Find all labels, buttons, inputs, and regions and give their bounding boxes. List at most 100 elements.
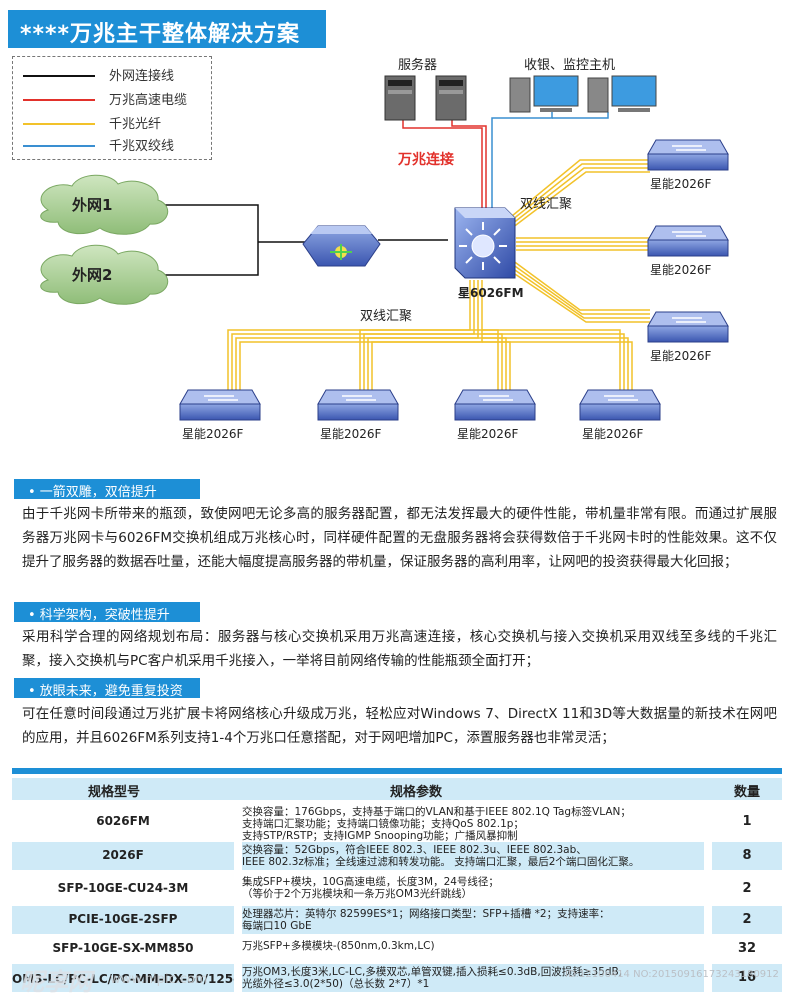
legend-swatch — [23, 99, 95, 101]
watermark-id: ID:12106414 NO:20150916173243180912 — [565, 969, 779, 980]
router-icon — [302, 225, 381, 267]
section-heading-2: • 科学架构，突破性提升 — [14, 602, 200, 623]
cell-background — [242, 964, 704, 992]
legend-item: 千兆光纤 — [23, 113, 203, 133]
table-row: SFP-10GE-CU24-3M 集成SFP+模块，10G高速电缆，长度3M，24… — [12, 874, 782, 904]
legend-item: 千兆双绞线 — [23, 135, 203, 155]
cell-qty: 16 — [737, 970, 757, 985]
legend: 外网连接线万兆高速电缆千兆光纤千兆双绞线 — [12, 56, 212, 160]
cell-model: PCIE-10GE-2SFP — [68, 912, 178, 926]
wan1-label: 外网1 — [71, 196, 112, 214]
servers-label: 服务器 — [398, 57, 437, 73]
legend-label: 千兆光纤 — [109, 117, 162, 132]
section-heading-3: • 放眼未来，避免重复投资 — [14, 678, 200, 699]
access-switch-label: 星能2026F — [457, 427, 519, 441]
param-line: 交换容量：176Gbps，支持基于端口的VLAN和基于IEEE 802.1Q T… — [242, 806, 631, 818]
access-switch-label: 星能2026F — [182, 427, 244, 441]
section-heading-1: • 一箭双雕，双倍提升 — [14, 479, 200, 500]
legend-label: 万兆高速电缆 — [109, 93, 188, 108]
legend-item: 万兆高速电缆 — [23, 89, 203, 109]
param-line: 每端口10 GbE — [242, 920, 312, 932]
cell-background — [712, 842, 782, 870]
table-header: 规格型号 规格参数 数量 — [12, 778, 782, 800]
wan1-cloud — [40, 174, 169, 235]
table-row: OM3-LC/PC-LC/PC-MM-DX-50/125-3.0MM-3M(万兆… — [12, 964, 782, 992]
legend-swatch — [23, 123, 95, 125]
access-switch-label: 星能2026F — [650, 263, 712, 277]
watermark-url: www.nipic.com — [110, 972, 208, 987]
legend-swatch — [23, 145, 95, 147]
copper-links — [491, 112, 609, 208]
dual-link-label-bottom: 双线汇聚 — [360, 309, 412, 324]
host-pc-icon — [587, 75, 657, 113]
legend-item: 外网连接线 — [23, 65, 203, 85]
header-model: 规格型号 — [88, 785, 141, 800]
access-switch-icon — [579, 389, 661, 421]
cell-params: 交换容量：176Gbps，支持基于端口的VLAN和基于IEEE 802.1Q T… — [242, 806, 712, 842]
access-switch-label: 星能2026F — [650, 349, 712, 363]
table-row: 6026FM 交换容量：176Gbps，支持基于端口的VLAN和基于IEEE 80… — [12, 804, 782, 842]
cell-qty: 1 — [742, 814, 752, 829]
wan2-label: 外网2 — [71, 266, 112, 284]
cell-model: 6026FM — [96, 814, 150, 828]
table-row: PCIE-10GE-2SFP 处理器芯片：英特尔 82599ES*1；网络接口类型… — [12, 906, 782, 934]
cell-background — [712, 964, 782, 992]
param-line: 支持STP/RSTP；支持IGMP Snooping功能；广播风暴抑制 — [242, 830, 518, 842]
section-text-1: 由于千兆网卡所带来的瓶颈，致使网吧无论多高的服务器配置，都无法发挥最大的硬件性能… — [22, 506, 777, 570]
cell-background — [712, 906, 782, 934]
legend-label: 千兆双绞线 — [109, 139, 175, 154]
access-switch-icon — [647, 311, 729, 343]
param-line: 万兆SFP+多模模块-(850nm,0.3km,LC) — [242, 940, 435, 952]
section-text-3: 可在任意时间段通过万兆扩展卡将网络核心升级成万兆，轻松应对Windows 7、D… — [22, 706, 777, 746]
param-line: 交换容量：52Gbps，符合IEEE 802.3、IEEE 802.3u、IEE… — [242, 844, 587, 856]
cell-params: 交换容量：52Gbps，符合IEEE 802.3、IEEE 802.3u、IEE… — [242, 844, 712, 868]
cell-params: 处理器芯片：英特尔 82599ES*1；网络接口类型：SFP+插槽 *2；支持速… — [242, 908, 712, 932]
cell-model: SFP-10GE-SX-MM850 — [52, 941, 194, 955]
param-line: 光缆外径≤3.0(2*50)（总长数 2*7）*1 — [242, 978, 430, 990]
cell-qty: 32 — [737, 941, 757, 956]
cell-background — [12, 906, 234, 934]
server-icon — [384, 75, 416, 121]
cell-background — [12, 964, 234, 992]
cell-params: 万兆SFP+多模模块-(850nm,0.3km,LC) — [242, 940, 712, 952]
cell-qty: 2 — [742, 912, 752, 927]
access-switch-icon — [454, 389, 536, 421]
access-switch-icon — [647, 139, 729, 171]
cell-params: 万兆OM3,长度3米,LC-LC,多模双芯,单管双键,插入损耗≤0.3dB,回波… — [242, 966, 712, 990]
param-line: 集成SFP+模块，10G高速电缆，长度3M，24号线径； — [242, 876, 499, 888]
server-icon — [435, 75, 467, 121]
param-line: 处理器芯片：英特尔 82599ES*1；网络接口类型：SFP+插槽 *2；支持速… — [242, 908, 610, 920]
cell-model: SFP-10GE-CU24-3M — [57, 881, 189, 895]
fiber-links — [227, 159, 650, 392]
watermark-logo: 昵享网 — [20, 968, 92, 993]
access-switch-label: 星能2026F — [650, 177, 712, 191]
legend-label: 外网连接线 — [109, 69, 175, 84]
core-switch-label: 星6026FM — [458, 286, 524, 300]
cell-background — [242, 842, 704, 870]
cell-qty: 8 — [742, 848, 752, 863]
page-title: ****万兆主干整体解决方案 — [8, 10, 326, 48]
core-switch-icon — [454, 207, 516, 279]
dual-link-label-right: 双线汇聚 — [520, 197, 572, 212]
access-switch-icon — [179, 389, 261, 421]
cell-params: 集成SFP+模块，10G高速电缆，长度3M，24号线径；（等价于2个万兆模块和一… — [242, 876, 712, 900]
access-switch-label: 星能2026F — [320, 427, 382, 441]
param-line: IEEE 802.3z标准；全线速过滤和转发功能。 支持端口汇聚，最后2个端口固… — [242, 856, 640, 868]
section-text-2: 采用科学合理的网络规划布局：服务器与核心交换机采用万兆高速连接，核心交换机与接入… — [22, 629, 777, 669]
param-line: （等价于2个万兆模块和一条万兆OM3光纤跳线） — [242, 888, 473, 900]
host-pc-icon — [509, 75, 579, 113]
cell-background — [242, 906, 704, 934]
header-qty: 数量 — [734, 785, 761, 800]
cell-model: OM3-LC/PC-LC/PC-MM-DX-50/125-3.0MM-3M(万兆… — [12, 972, 234, 986]
access-switch-icon — [647, 225, 729, 257]
access-switch-label: 星能2026F — [582, 427, 644, 441]
cell-qty: 2 — [742, 881, 752, 896]
ten-gig-link-label: 万兆连接 — [397, 151, 454, 168]
header-params: 规格参数 — [390, 785, 443, 800]
table-row: SFP-10GE-SX-MM850 万兆SFP+多模模块-(850nm,0.3km… — [12, 938, 782, 960]
cell-model: 2026F — [102, 848, 144, 862]
access-switch-icon — [317, 389, 399, 421]
wan2-cloud — [40, 244, 169, 305]
network-diagram: 外网1 外网2 星6026FM 双线汇聚 双线汇聚 服务器 万兆连接 — [40, 57, 729, 441]
table-row: 2026F 交换容量：52Gbps，符合IEEE 802.3、IEEE 802.3… — [12, 842, 782, 870]
